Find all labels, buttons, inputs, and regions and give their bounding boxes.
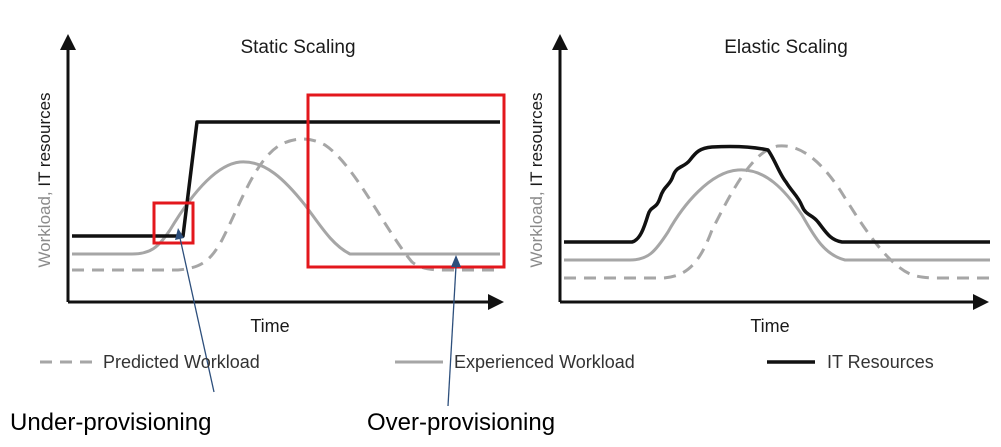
under-pointer-arrowhead — [175, 228, 184, 240]
elastic-x-axis-arrow — [973, 294, 989, 310]
legend-resources-label: IT Resources — [827, 352, 934, 372]
static-y-label: Workload, IT resources — [35, 92, 54, 267]
under-provisioning-label: Under-provisioning — [10, 409, 211, 436]
static-x-label: Time — [250, 316, 289, 336]
over-provisioning-label: Over-provisioning — [367, 409, 555, 436]
elastic-panel-title: Elastic Scaling — [724, 37, 848, 58]
legend-experienced-label: Experienced Workload — [454, 352, 635, 372]
elastic-scaling-panel: Elastic Scaling Workload, IT resources T… — [527, 34, 990, 336]
elastic-x-label: Time — [750, 316, 789, 336]
elastic-y-label: Workload, IT resources — [527, 92, 546, 267]
legend: Predicted Workload Experienced Workload … — [40, 352, 934, 372]
over-pointer-arrowhead — [451, 255, 461, 267]
static-predicted-workload-curve — [72, 137, 500, 272]
static-x-axis-arrow — [488, 294, 504, 310]
under-provisioning-pointer — [175, 228, 215, 393]
elastic-y-axis-arrow — [552, 34, 568, 50]
static-panel-title: Static Scaling — [240, 37, 355, 58]
elastic-it-resources-curve — [564, 144, 990, 244]
static-it-resources-line — [72, 120, 500, 238]
legend-predicted-label: Predicted Workload — [103, 352, 260, 372]
static-experienced-workload-curve — [72, 160, 500, 256]
over-provisioning-highlight-box — [306, 93, 506, 269]
elastic-experienced-workload-curve — [564, 168, 990, 262]
under-provisioning-highlight-box — [152, 201, 195, 245]
static-y-axis-arrow — [60, 34, 76, 50]
elastic-predicted-workload-curve — [564, 144, 990, 280]
over-provisioning-pointer — [447, 255, 461, 407]
static-scaling-panel: Static Scaling Workload, IT resources Ti… — [35, 34, 504, 336]
